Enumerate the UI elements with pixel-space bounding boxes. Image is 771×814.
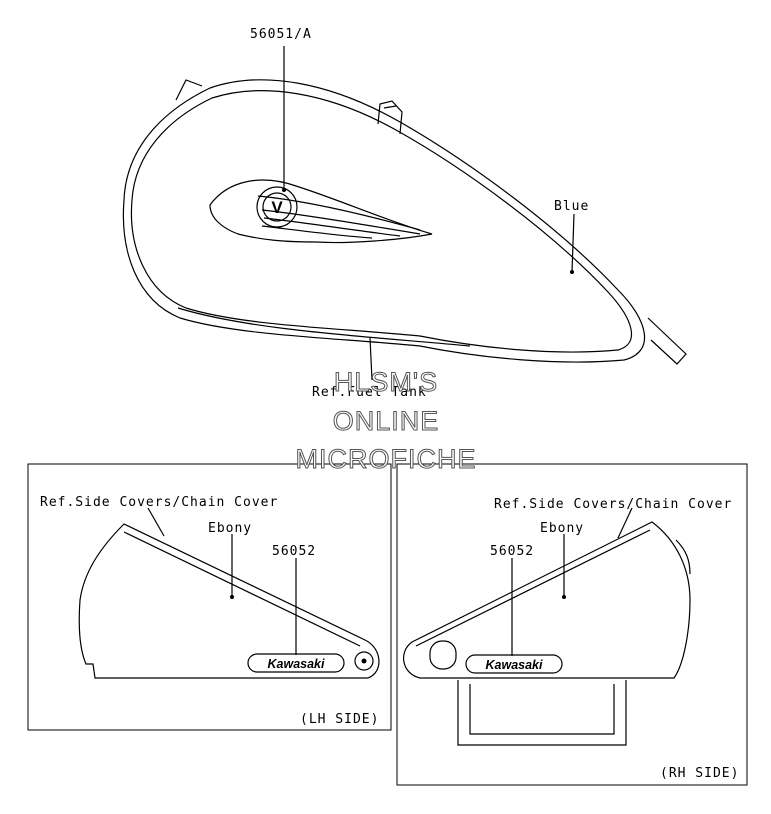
rh-ref-label: Ref.Side Covers/Chain Cover <box>494 497 732 512</box>
emblem-badge <box>256 186 298 228</box>
rh-oval-cutout <box>429 640 457 670</box>
rh-side-panel <box>396 463 748 786</box>
lh-bolt <box>354 651 374 671</box>
rh-part-label: 56052 <box>490 544 534 559</box>
rh-chain-cover-bracket <box>457 680 627 746</box>
watermark-line-2: ONLINE <box>333 406 440 436</box>
lh-part-label: 56052 <box>272 544 316 559</box>
tank-part-label: 56051/A <box>250 27 312 42</box>
rh-kawasaki-decal <box>465 654 563 674</box>
lh-kawasaki-text: Kawasaki <box>268 657 326 671</box>
lh-side-label: (LH SIDE) <box>300 712 379 727</box>
tank-filler-cap <box>377 100 403 135</box>
lh-cover-shell <box>78 523 380 679</box>
rh-color-label: Ebony <box>540 521 584 536</box>
leader-lh-ref <box>147 507 165 537</box>
watermark-line-3: MICROFICHE <box>296 444 477 474</box>
lh-color-label: Ebony <box>208 521 252 536</box>
rh-side-label: (RH SIDE) <box>660 766 739 781</box>
rh-side-cover: Kawasaki <box>403 521 691 746</box>
fuel-tank <box>122 79 687 365</box>
rh-kawasaki-text: Kawasaki <box>486 658 544 672</box>
watermark: HLSM'S ONLINE MICROFICHE <box>295 367 477 475</box>
leader-fuel-tank <box>369 337 373 381</box>
tank-shell <box>122 79 646 363</box>
tank-ref-label: Ref.Fuel Tank <box>312 385 427 400</box>
tank-front-bracket <box>647 317 687 365</box>
rh-cover-shell <box>403 521 691 679</box>
tank-rear-tab <box>175 79 203 101</box>
tank-emblem: V <box>209 179 433 244</box>
lh-side-cover: Kawasaki <box>78 523 380 679</box>
emblem-letter: V <box>271 198 283 217</box>
lh-ref-label: Ref.Side Covers/Chain Cover <box>40 495 278 510</box>
emblem-wing <box>209 179 433 244</box>
lh-side-panel <box>27 463 392 731</box>
leader-blue <box>571 213 575 273</box>
watermark-line-1: HLSM'S <box>334 367 438 397</box>
leader-rh-ref <box>617 507 633 539</box>
tank-color-label: Blue <box>554 199 589 214</box>
